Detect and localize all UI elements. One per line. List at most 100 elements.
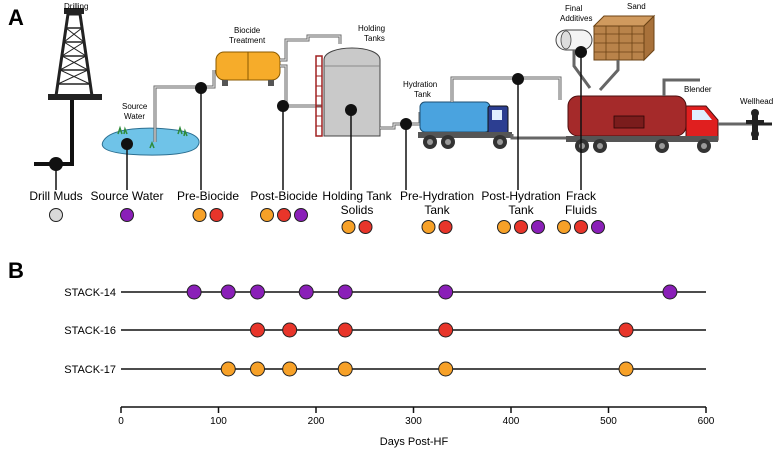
- stage-dot-holding-tank-solids-red: [358, 220, 373, 234]
- data-point-stack-16-4: [618, 322, 634, 338]
- data-point-stack-14-6: [662, 284, 678, 300]
- blender-label: Blender: [684, 85, 712, 94]
- data-point-stack-16-1: [282, 322, 298, 338]
- x-axis-ticks: 0 100 200 300 400 500 600: [118, 407, 715, 427]
- stage-dot-pre-biocide-orange: [192, 208, 207, 222]
- data-point-stack-14-1: [220, 284, 236, 300]
- x-tick-label-400: 400: [503, 416, 520, 427]
- data-point-stack-17-3: [337, 361, 353, 377]
- data-point-stack-14-0: [186, 284, 202, 300]
- process-illustration: Drilling Source Water Biocide Treatment: [34, 2, 773, 190]
- final-additives-label-2: Additives: [560, 14, 592, 23]
- sample-point-drill-muds: [49, 157, 63, 171]
- stage-label-pre-hydration-1: Pre-Hydration: [400, 189, 474, 203]
- stage-label-source-water: Source Water: [91, 189, 164, 203]
- stage-label-post-hydration-2: Tank: [508, 203, 534, 217]
- sampling-markers: [49, 46, 587, 190]
- stage-label-drill-muds: Drill Muds: [29, 189, 82, 203]
- stage-label-frack-fluids-2: Fluids: [565, 203, 597, 217]
- sample-point-post-biocide: [277, 100, 289, 112]
- sand-crate-icon: [592, 14, 656, 62]
- stage-label-holding-tank-1: Holding Tank: [322, 189, 392, 203]
- x-tick-label-0: 0: [118, 416, 124, 427]
- sample-point-holding-tank: [345, 104, 357, 116]
- source-water-label-1: Source: [122, 102, 148, 111]
- stage-dot-frack-fluids-red: [574, 220, 588, 234]
- stage-dot-pre-biocide-red: [209, 208, 224, 222]
- biocide-tank-icon: [215, 51, 281, 86]
- holding-tanks-label-2: Tanks: [364, 34, 385, 43]
- sand-label: Sand: [627, 2, 646, 11]
- stage-dot-source-water-purple: [120, 208, 134, 222]
- stage-dot-post-hydration-tank-orange: [497, 220, 511, 234]
- x-tick-label-600: 600: [698, 416, 715, 427]
- source-water-label-2: Water: [124, 112, 145, 121]
- stage-label-post-biocide: Post-Biocide: [250, 189, 318, 203]
- stage-label-pre-hydration-2: Tank: [424, 203, 450, 217]
- hydration-tank-label-2: Tank: [414, 90, 432, 99]
- x-tick-label-300: 300: [405, 416, 422, 427]
- sample-point-pre-biocide: [195, 82, 207, 94]
- stage-dot-post-biocide-orange: [260, 208, 274, 222]
- stage-label-frack-fluids-1: Frack: [566, 189, 597, 203]
- source-water-pond: [101, 125, 200, 156]
- sample-point-post-hydration: [512, 73, 524, 85]
- biocide-label-1: Biocide: [234, 26, 261, 35]
- data-point-stack-17-5: [618, 361, 634, 377]
- data-point-stack-16-2: [337, 322, 353, 338]
- pipe-hydration-to-blender: [450, 76, 562, 102]
- holding-tanks-label-1: Holding: [358, 24, 385, 33]
- stage-label-pre-biocide: Pre-Biocide: [177, 189, 239, 203]
- stage-dot-holding-tank-solids-orange: [341, 220, 356, 234]
- sample-point-source-water: [121, 138, 133, 150]
- x-tick-label-100: 100: [210, 416, 227, 427]
- hydration-truck-icon: [418, 101, 512, 149]
- data-point-stack-14-3: [298, 284, 314, 300]
- stage-labels: Drill Muds Source Water Pre-Biocide Post…: [29, 189, 597, 217]
- data-point-stack-14-2: [250, 284, 265, 300]
- data-point-stack-17-1: [250, 361, 265, 377]
- data-point-stack-14-4: [337, 284, 353, 300]
- stage-dot-frack-fluids-purple: [591, 220, 605, 234]
- stage-dot-pre-hydration-tank-orange: [421, 220, 436, 234]
- series-label-stack-16: STACK-16: [64, 325, 116, 337]
- data-point-stack-14-5: [438, 284, 454, 300]
- hydration-tank-label-1: Hydration: [403, 80, 437, 89]
- stage-dot-post-hydration-tank-purple: [531, 220, 545, 234]
- stage-dot-pre-hydration-tank-red: [438, 220, 453, 234]
- wellhead-icon: [746, 109, 772, 140]
- series-label-stack-14: STACK-14: [64, 287, 116, 299]
- drilling-derrick-icon: [34, 8, 102, 166]
- stage-dot-frack-fluids-orange: [557, 220, 571, 234]
- stage-dot-post-biocide-purple: [294, 208, 308, 222]
- panel-b-letter: B: [8, 258, 24, 283]
- drilling-label: Drilling: [64, 2, 88, 11]
- stage-dot-drill-muds-gray: [49, 208, 63, 222]
- data-point-stack-17-2: [282, 361, 298, 377]
- x-tick-label-500: 500: [600, 416, 617, 427]
- blender-truck-icon: [566, 95, 719, 153]
- holding-tank-icon: [315, 47, 381, 137]
- sample-point-frack-fluids: [575, 46, 587, 58]
- pipe-holding-to-hydration: [380, 112, 422, 130]
- panel-a-letter: A: [8, 5, 24, 30]
- final-additives-tank-icon: [555, 29, 593, 51]
- wellhead-label: Wellhead: [740, 97, 773, 106]
- stage-dot-post-biocide-red: [277, 208, 291, 222]
- stage-label-post-hydration-1: Post-Hydration: [481, 189, 560, 203]
- data-point-stack-16-3: [438, 322, 454, 338]
- x-axis-title: Days Post-HF: [380, 436, 449, 448]
- stage-label-holding-tank-2: Solids: [341, 203, 374, 217]
- data-point-stack-16-0: [250, 322, 265, 338]
- biocide-label-2: Treatment: [229, 36, 266, 45]
- stage-dot-post-hydration-tank-red: [514, 220, 528, 234]
- data-point-stack-17-4: [438, 361, 454, 377]
- final-additives-label-1: Final: [565, 4, 583, 13]
- x-tick-label-200: 200: [308, 416, 325, 427]
- series-label-stack-17: STACK-17: [64, 364, 116, 376]
- sample-point-pre-hydration: [400, 118, 412, 130]
- stage-dots: [49, 208, 605, 234]
